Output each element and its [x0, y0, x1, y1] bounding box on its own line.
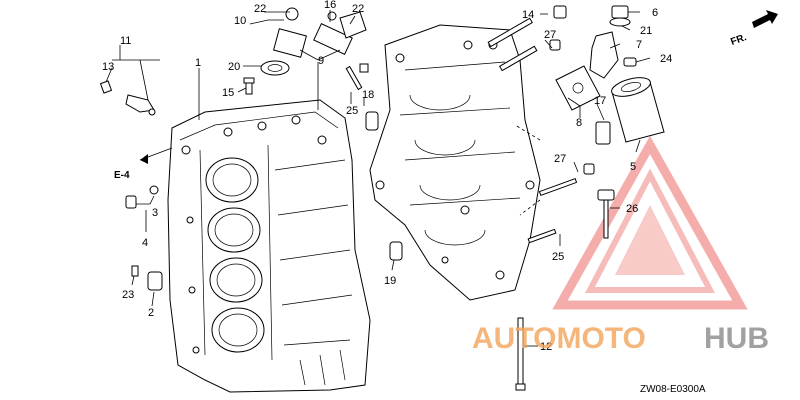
- bolts-middle: [527, 163, 615, 244]
- long-bolts-top: [487, 5, 567, 72]
- callout-24[interactable]: 24: [660, 53, 672, 65]
- dowel-pins: [365, 111, 403, 261]
- callout-labels: 1 2 3 4 5 6 7 8 9 10 11 12 13 14 15 16 1…: [102, 0, 672, 353]
- callout-6[interactable]: 6: [652, 7, 658, 19]
- oil-filter-base: [589, 5, 637, 79]
- callout-15[interactable]: 15: [222, 87, 234, 99]
- callout-22-right[interactable]: 22: [352, 3, 364, 15]
- callout-13[interactable]: 13: [102, 61, 114, 73]
- sensor-11: [99, 80, 156, 116]
- callout-8[interactable]: 8: [576, 117, 582, 129]
- watermark-word-automoto: AUTOMOTO: [472, 322, 646, 355]
- callout-10[interactable]: 10: [234, 15, 246, 27]
- callout-21[interactable]: 21: [640, 25, 652, 37]
- drawing-code: ZW08-E0300A: [640, 384, 706, 395]
- callout-22-left[interactable]: 22: [254, 3, 266, 15]
- callout-1[interactable]: 1: [195, 57, 201, 69]
- section-reference[interactable]: E-4: [114, 170, 130, 181]
- callout-3[interactable]: 3: [152, 207, 158, 219]
- callout-25-top[interactable]: 25: [346, 105, 358, 117]
- callout-14[interactable]: 14: [522, 9, 534, 21]
- callout-5[interactable]: 5: [630, 161, 636, 173]
- stud-12: [515, 317, 526, 391]
- callout-9[interactable]: 9: [318, 55, 324, 67]
- callout-18[interactable]: 18: [362, 89, 374, 101]
- callout-4[interactable]: 4: [142, 237, 148, 249]
- bracket-parts: [273, 7, 367, 58]
- callout-25-bottom[interactable]: 25: [552, 251, 564, 263]
- watermark-word-hub: HUB: [704, 322, 769, 355]
- callout-17[interactable]: 17: [594, 95, 606, 107]
- cylinder-block: [167, 99, 371, 393]
- callout-26[interactable]: 26: [626, 203, 638, 215]
- plug-parts-left: [125, 185, 163, 291]
- callout-7[interactable]: 7: [636, 39, 642, 51]
- front-direction-label: FR.: [729, 32, 748, 48]
- callout-23[interactable]: 23: [122, 289, 134, 301]
- callout-11[interactable]: 11: [120, 35, 131, 47]
- callout-16[interactable]: 16: [324, 0, 336, 11]
- callout-27-middle[interactable]: 27: [554, 153, 566, 165]
- watermark-text: AUTOMOTO HUB: [472, 322, 769, 355]
- callout-19[interactable]: 19: [384, 275, 396, 287]
- oil-seal-20: [260, 60, 290, 76]
- callout-2[interactable]: 2: [148, 307, 154, 319]
- oil-filter: [595, 77, 665, 145]
- front-direction-arrow: [752, 10, 778, 28]
- bolt-25-top: [345, 63, 369, 91]
- bolt-15: [243, 77, 255, 95]
- callout-12[interactable]: 12: [540, 341, 552, 353]
- callout-27-top[interactable]: 27: [544, 29, 556, 41]
- gasket-8: [555, 65, 601, 111]
- callout-20[interactable]: 20: [228, 61, 240, 73]
- leader-lines: [105, 10, 651, 347]
